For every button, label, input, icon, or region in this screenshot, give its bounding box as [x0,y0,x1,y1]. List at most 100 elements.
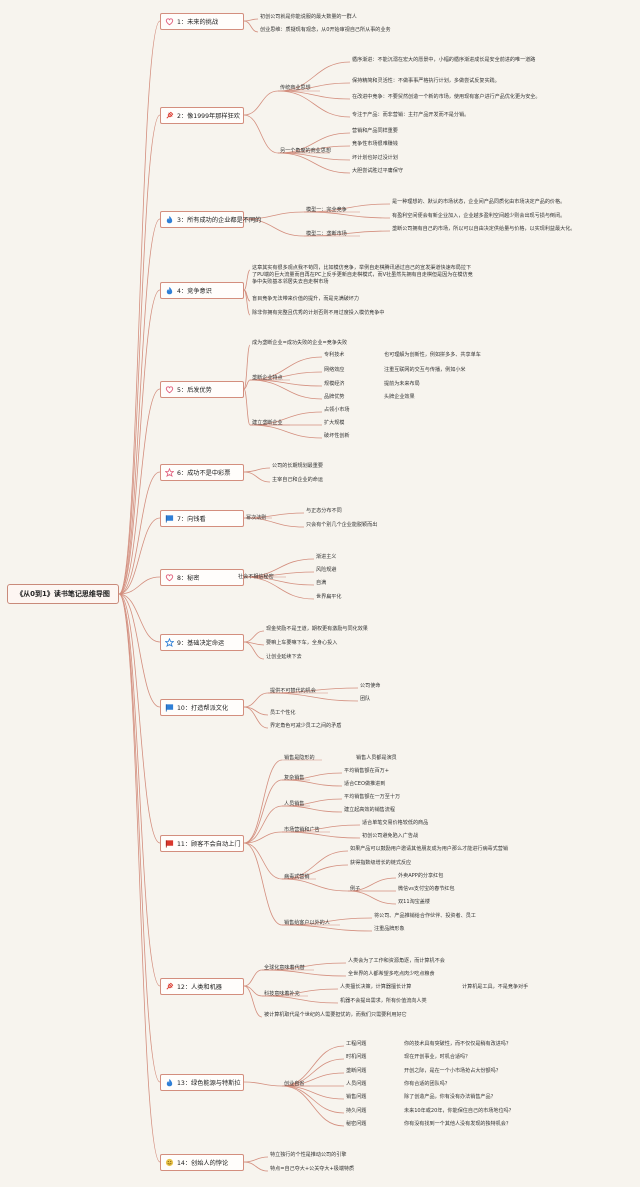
t7-a-2: 只会有个别几个企业能脱颖而出 [306,522,378,528]
topic-4[interactable]: 4：竞争意识 [160,282,244,299]
t3-b-1: 垄断公司拥有自己的市场，所以可以自由决定供给量与价格，以实现利益最大化。 [392,226,576,232]
root-node[interactable]: 《从0到1》读书笔记思维导图 [7,584,119,604]
topic-6-title: 6：成功不是中彩票 [177,470,231,477]
t13-q2-note: 现在开创事业，时机合适吗？ [404,1054,471,1060]
t5-branch-b: 建立垄断企业 [252,420,283,426]
t1-child-2: 创业思维：质疑现有观念，从0开始审视自己所从事的业务 [260,27,391,33]
t9-child-3: 让创业延续下去 [266,654,302,660]
t10-a-2: 团队 [360,696,371,702]
t9-child-1: 现金奖励不是王道，期权更有激励与同化效果 [266,626,368,632]
t5-a-4-note: 头牌企业效果 [384,394,415,400]
t8-a-1: 渐进主义 [316,554,337,560]
t5-a-3: 规模经济 [324,381,345,387]
t13-q3-note: 开创之际，是在一个小市场抢占大份额吗？ [404,1068,501,1074]
t2-branch-a: 传统商业思想 [280,85,311,91]
t13-q5-note: 除了创造产品，你有没有办法销售产品？ [404,1094,496,1100]
t6-child-2: 主宰自己和企业的命运 [272,477,323,483]
topic-4-title: 4：竞争意识 [177,288,212,295]
t14-child-2: 特点=自己夺大+公关夺大+极端特质 [270,1166,355,1172]
t11-e-3-b: 微信vs支付宝的春节红包 [398,886,455,892]
topic-12-title: 12：人类和机器 [177,984,222,991]
t8-branch-a: 社会不相信秘密 [238,574,274,580]
topic-11[interactable]: 11：顾客不会自动上门 [160,835,244,852]
t4-child-2: 盲目竞争无法带来价值的提升，而是充满破坏力 [252,296,359,302]
t2-b-4: 大胆尝试胜过平庸保守 [352,168,403,174]
topic-5-title: 5：后发优势 [177,387,212,394]
t13-q2: 时机问题 [346,1054,367,1060]
t5-child-1: 成为垄断企业=成功失败的企业=竞争失败 [252,340,348,346]
flag-icon [165,703,174,712]
t13-q7-note: 你有没有找到一个其他人没有发现的独特机会？ [404,1121,511,1127]
topic-9-title: 9：基础决定命运 [177,640,225,647]
t13-q6: 持久问题 [346,1108,367,1114]
t13-q4-note: 你有合适的团队吗？ [404,1081,450,1087]
t4-child-1: 这章其实有很多观点我不苟同，比如模仿竞争，举例自走棋腾讯通过自己的宣发渠道快速布… [252,265,473,285]
t3-a-2: 有盈利空间便会有新企业加入，企业越多盈利空间越少则会出现亏损与倒闭。 [392,213,566,219]
t2-a-1: 循序渐进：不能沉溺在宏大的愿景中，小幅的循序渐进成长是安全前进的唯一道路 [352,57,536,63]
t5-branch-a: 垄断企业特点 [252,375,283,381]
t10-a-1: 公司使命 [360,683,381,689]
topic-3[interactable]: 3：所有成功的企业都是不同的 [160,211,261,228]
topic-14[interactable]: 14：创始人的悖论 [160,1154,244,1171]
t11-e-3-c: 双11淘宝盖楼 [398,899,430,905]
topic-9[interactable]: 9：基础决定命运 [160,634,244,651]
flame-icon [165,215,174,224]
topic-2[interactable]: 2：像1999年那样狂欢 [160,107,244,124]
t5-a-2-note: 注重互联网的交互与传播，例如小米 [384,367,466,373]
topic-13[interactable]: 13：绿色能源与特斯拉 [160,1074,244,1091]
t13-branch-a: 创业自省 [284,1081,305,1087]
t11-branch-b: 复杂销售 [284,775,305,781]
t13-q3: 垄断问题 [346,1068,367,1074]
t5-a-2: 网络效应 [324,367,345,373]
t14-child-1: 特立独行的个性是推动公司的引擎 [270,1152,347,1158]
t12-child-1: 被计算机取代是个世纪的人需要担忧的，而我们只需要利用好它 [264,1012,407,1018]
t11-e-3-a: 外卖APP的分享红包 [398,873,444,879]
t7-branch-a: 幂次法则 [246,515,267,521]
t9-child-2: 要嘛上车要嘛下车，全身心投入 [266,640,338,646]
topic-1[interactable]: 1：未来的挑战 [160,13,244,30]
t11-branch-d: 市场营销和广告 [284,827,320,833]
t5-a-4: 品牌优势 [324,394,345,400]
t4-child-3: 除非你拥有完整且优秀的计划否则不用过度投入模仿竞争中 [252,310,385,316]
flag-icon [165,514,174,523]
t11-branch-e: 病毒式营销 [284,874,310,880]
t13-q1-note: 你的技术具有突破性，而不仅仅是稍有改进吗？ [404,1041,511,1047]
t3-branch-b: 模型二：垄断市场 [306,231,347,237]
topic-6[interactable]: 6：成功不是中彩票 [160,464,244,481]
t11-f-1: 将公司、产品推销给合作伙伴、投资者、员工 [374,913,476,919]
t5-a-1-note: 也可理解为创新性，例如拼多多、共享单车 [384,352,481,358]
topic-8-title: 8：秘密 [177,575,200,582]
t11-f-2: 注重品牌形象 [374,926,405,932]
t5-b-2: 扩大规模 [324,420,345,426]
t2-a-4: 专注于产品：而非营销：主打产品开发而不是分销。 [352,112,470,118]
flag-red-icon [165,839,174,848]
t10-child-2: 界定角色可减少员工之间的矛盾 [270,723,342,729]
pin-icon [165,982,174,991]
t11-a-1: 销售人员都是演员 [356,755,397,761]
topic-14-title: 14：创始人的悖论 [177,1160,229,1167]
topic-7[interactable]: 7：向钱看 [160,510,244,527]
t11-c-1: 平均销售额在一万至十万 [344,794,401,800]
topic-3-title: 3：所有成功的企业都是不同的 [177,217,262,224]
t12-b-1-note: 计算机是工具，不是竞争对手 [462,984,529,990]
t5-a-1: 专利技术 [324,352,345,358]
topic-8[interactable]: 8：秘密 [160,569,244,586]
topic-10[interactable]: 10：打造帮派文化 [160,699,244,716]
t6-child-1: 公司的长期规划最重要 [272,463,323,469]
flame-icon [165,1078,174,1087]
t12-branch-b: 科技意味着补充 [264,991,300,997]
t10-branch-a: 提供不可替代的机会 [270,688,316,694]
t11-e-1: 如果产品可以鼓励用户邀请其他朋友成为用户那么才能进行病毒式营销 [350,846,508,852]
t2-branch-b: 另一个角度的商业思想 [280,148,331,154]
topic-2-title: 2：像1999年那样狂欢 [177,113,240,120]
t5-a-3-note: 提前为未来布局 [384,381,420,387]
heart-icon [165,385,174,394]
t11-d-1: 适合单笔交易价格较低的商品 [362,820,429,826]
topic-5[interactable]: 5：后发优势 [160,381,244,398]
t11-c-2: 建立起高效的销售流程 [344,807,395,813]
topic-12[interactable]: 12：人类和机器 [160,978,244,995]
topic-7-title: 7：向钱看 [177,516,206,523]
smile-icon [165,1158,174,1167]
topic-11-title: 11：顾客不会自动上门 [177,841,241,848]
